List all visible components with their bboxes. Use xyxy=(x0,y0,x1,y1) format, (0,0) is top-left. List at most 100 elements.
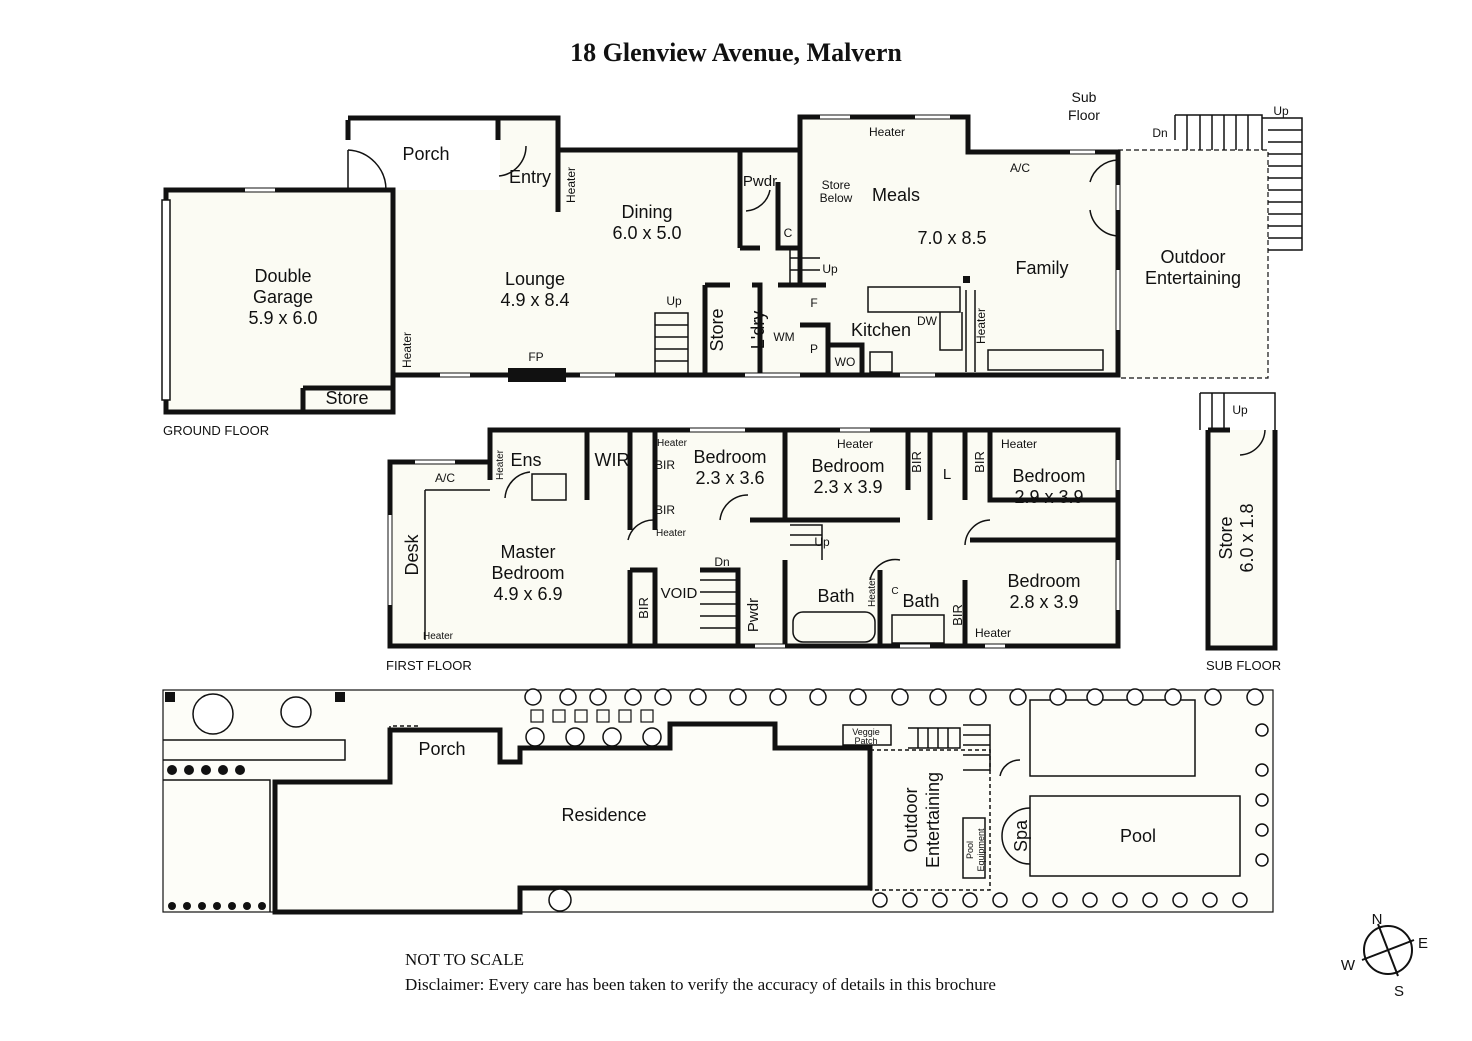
store-below-2: Below xyxy=(820,191,853,205)
pool-equipment-1: Pool xyxy=(965,841,975,859)
garage-label-2: Garage xyxy=(253,287,313,307)
bir-2: BIR xyxy=(655,503,675,517)
sub-floor-plan xyxy=(1199,392,1278,651)
dining-label: Dining xyxy=(621,202,672,222)
desk-label: Desk xyxy=(402,533,422,575)
first-stair-up: Up xyxy=(814,535,830,549)
meals-label: Meals xyxy=(872,185,920,205)
bath2-label: Bath xyxy=(902,591,939,611)
spa-label: Spa xyxy=(1011,819,1031,852)
bir-master: BIR xyxy=(636,597,651,619)
lounge-heater: Heater xyxy=(400,332,414,368)
bir-heater: Heater xyxy=(656,528,687,539)
garage-size: 5.9 x 6.0 xyxy=(248,308,317,328)
bath1-label: Bath xyxy=(817,586,854,606)
bed1-size: 2.3 x 3.6 xyxy=(695,468,764,488)
first-pwdr-label: Pwdr xyxy=(745,598,762,632)
dining-size: 6.0 x 5.0 xyxy=(612,223,681,243)
ground-store-label: Store xyxy=(707,308,727,351)
bath-heater: Heater xyxy=(867,576,878,607)
subfloor-store-size: 6.0 x 1.8 xyxy=(1237,503,1257,572)
lounge-label: Lounge xyxy=(505,269,565,289)
family-label: Family xyxy=(1016,258,1069,278)
wall-oven-wo: WO xyxy=(835,355,856,369)
residence-outline xyxy=(272,721,873,915)
laundry-label: L'dry xyxy=(748,311,768,349)
pool-equipment-2: Equipment xyxy=(976,828,986,872)
linen-c: C xyxy=(891,586,898,597)
subfloor-note-2: Floor xyxy=(1068,107,1100,123)
bir-bed3: BIR xyxy=(972,451,987,473)
ground-stair-up-2: Up xyxy=(822,262,838,276)
sub-floor-caption: SUB FLOOR xyxy=(1206,658,1281,673)
garage-label-1: Double xyxy=(254,266,311,286)
garage-store-label: Store xyxy=(325,388,368,408)
dishwasher-dw: DW xyxy=(917,314,938,328)
pantry-p: P xyxy=(810,342,818,356)
master-size: 4.9 x 6.9 xyxy=(493,584,562,604)
disclaimer-text: Disclaimer: Every care has been taken to… xyxy=(405,975,996,994)
bed1-heater: Heater xyxy=(657,438,688,449)
bed3-heater: Heater xyxy=(1001,437,1037,451)
subfloor-store-label: Store xyxy=(1216,516,1236,559)
porch-label: Porch xyxy=(402,144,449,164)
lounge-size: 4.9 x 8.4 xyxy=(500,290,569,310)
outdoor-label-1: Outdoor xyxy=(1160,247,1225,267)
compass-w: W xyxy=(1341,957,1356,974)
linen-label: L xyxy=(943,466,951,483)
store-below-1: Store xyxy=(822,178,851,192)
veggie-patch-1: Veggie xyxy=(852,727,880,737)
outdoor-label-2: Entertaining xyxy=(1145,268,1241,288)
bed2-label: Bedroom xyxy=(811,456,884,476)
bed4-size: 2.8 x 3.9 xyxy=(1009,592,1078,612)
deck-stair-dn: Dn xyxy=(1152,126,1167,140)
bed3-size: 2.9 x 3.9 xyxy=(1014,487,1083,507)
entry-heater: Heater xyxy=(564,167,578,203)
wir-label: WIR xyxy=(595,450,630,470)
master-label-1: Master xyxy=(500,542,555,562)
cupboard-c: C xyxy=(784,226,793,240)
entry-label: Entry xyxy=(509,167,551,187)
compass-rose xyxy=(1361,923,1415,977)
pool-label: Pool xyxy=(1120,826,1156,846)
bir-bed2: BIR xyxy=(909,451,924,473)
master-label-2: Bedroom xyxy=(491,563,564,583)
plan-title: 18 Glenview Avenue, Malvern xyxy=(570,38,902,67)
meals-heater: Heater xyxy=(869,125,905,139)
void-label: VOID xyxy=(661,585,698,602)
first-ac: A/C xyxy=(435,471,455,485)
first-floor-caption: FIRST FLOOR xyxy=(386,658,472,673)
master-heater: Heater xyxy=(423,631,454,642)
veggie-patch-2: Patch xyxy=(854,736,877,746)
site-porch-label: Porch xyxy=(418,739,465,759)
first-floor-plan xyxy=(387,427,1121,649)
deck-stair-up: Up xyxy=(1273,104,1289,118)
first-stair-dn: Dn xyxy=(714,555,729,569)
kitchen-label: Kitchen xyxy=(851,320,911,340)
bir-1: BIR xyxy=(655,458,675,472)
ground-main-walls xyxy=(390,114,1121,378)
compass-n: N xyxy=(1372,911,1383,928)
site-plan xyxy=(162,688,1274,915)
pwdr-label: Pwdr xyxy=(743,173,777,190)
kitchen-heater: Heater xyxy=(974,308,988,344)
bed2-size: 2.3 x 3.9 xyxy=(813,477,882,497)
subfloor-note-1: Sub xyxy=(1072,89,1097,105)
bed4-label: Bedroom xyxy=(1007,571,1080,591)
ground-ac: A/C xyxy=(1010,161,1030,175)
subfloor-stair-up: Up xyxy=(1232,403,1248,417)
compass-e: E xyxy=(1418,935,1428,952)
compass-s: S xyxy=(1394,983,1404,1000)
site-outdoor-2: Entertaining xyxy=(923,772,943,868)
ens-label: Ens xyxy=(510,450,541,470)
meals-size: 7.0 x 8.5 xyxy=(917,228,986,248)
porch-walls xyxy=(345,115,501,140)
bed3-label: Bedroom xyxy=(1012,466,1085,486)
bed2-heater: Heater xyxy=(837,437,873,451)
fridge-f: F xyxy=(810,296,817,310)
not-to-scale-note: NOT TO SCALE xyxy=(405,950,525,969)
fireplace-label: FP xyxy=(528,350,543,364)
ground-floor-caption: GROUND FLOOR xyxy=(163,423,269,438)
bed1-label: Bedroom xyxy=(693,447,766,467)
